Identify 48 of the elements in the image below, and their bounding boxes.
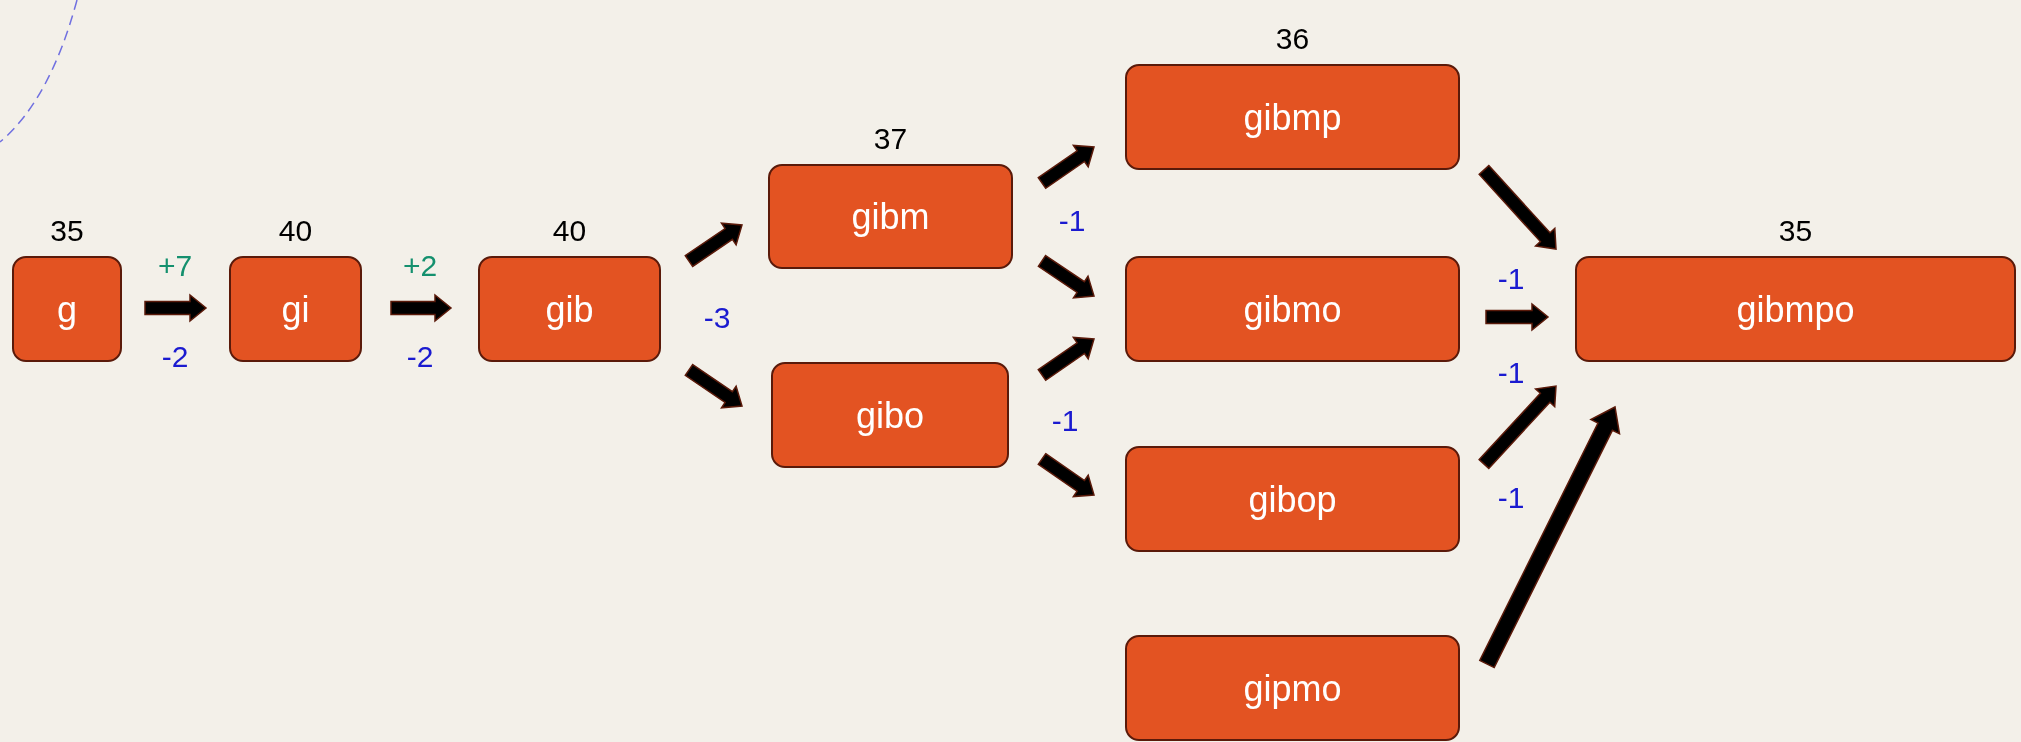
- block-arrow: [1037, 254, 1095, 299]
- state-box: [768, 164, 1013, 269]
- state-box: [1125, 256, 1460, 362]
- score-change: -1: [1497, 483, 1525, 513]
- state-box: [1125, 635, 1460, 741]
- state-name: gibo: [855, 393, 925, 438]
- state-box: [229, 256, 362, 362]
- count-label: 37: [873, 124, 908, 154]
- block-arrow: [1485, 302, 1550, 332]
- state-name: gi: [281, 287, 310, 332]
- score-change: -1: [1497, 264, 1525, 294]
- state-box: [1125, 446, 1460, 552]
- block-arrow: [684, 363, 743, 409]
- score-change: -1: [1058, 206, 1086, 236]
- block-arrow: [1478, 164, 1557, 250]
- state-name: gibmp: [1243, 95, 1342, 140]
- state-name: gib: [545, 287, 594, 332]
- count-label: 36: [1275, 24, 1310, 54]
- block-arrow: [1478, 385, 1557, 470]
- score-change: -2: [161, 342, 189, 372]
- score-change: +2: [402, 251, 438, 281]
- block-arrow: [1037, 144, 1095, 190]
- score-change: -3: [703, 303, 731, 333]
- state-box: [12, 256, 122, 362]
- state-box: [1125, 64, 1460, 170]
- score-change: -1: [1051, 406, 1079, 436]
- count-label: 35: [1778, 216, 1813, 246]
- state-name: gibmpo: [1736, 287, 1855, 332]
- block-arrow: [390, 293, 453, 323]
- block-arrow: [1478, 405, 1621, 669]
- state-name: gibmo: [1243, 287, 1342, 332]
- block-arrow: [1037, 336, 1095, 382]
- block-arrow: [1037, 452, 1095, 498]
- count-label: 40: [278, 216, 313, 246]
- state-box: [1575, 256, 2016, 362]
- score-change: -1: [1497, 358, 1525, 388]
- state-name: gibm: [851, 195, 930, 239]
- state-box: [771, 362, 1009, 468]
- state-name: gibop: [1248, 477, 1337, 522]
- state-name: g: [57, 287, 77, 332]
- count-label: 35: [50, 216, 84, 246]
- state-name: gipmo: [1243, 666, 1342, 711]
- score-change: +7: [157, 251, 193, 281]
- block-arrow: [144, 293, 208, 323]
- score-change: -2: [406, 342, 434, 372]
- block-arrow: [684, 222, 743, 268]
- count-label: 40: [552, 216, 587, 246]
- state-box: [478, 256, 661, 362]
